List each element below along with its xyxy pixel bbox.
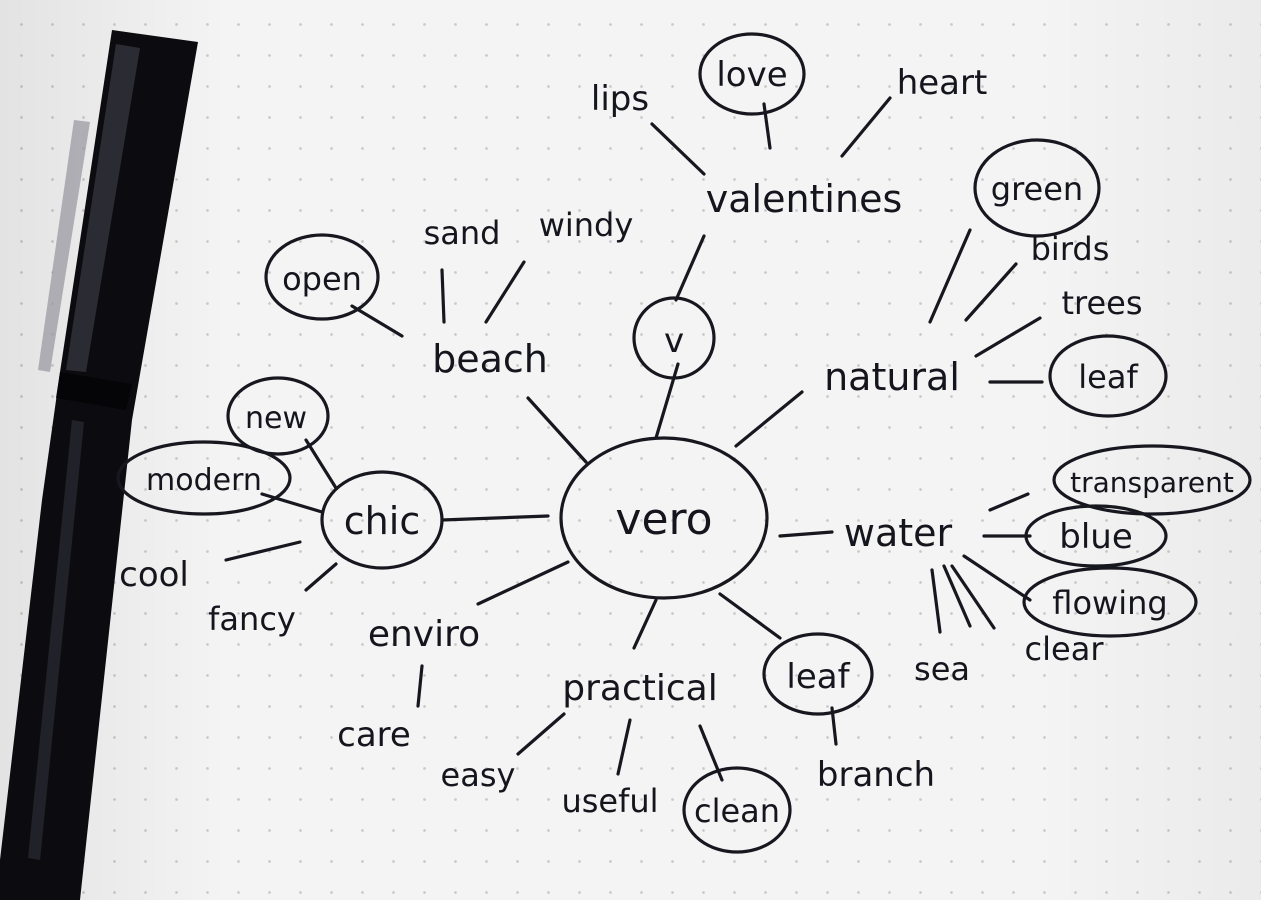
fancy-word: fancy	[208, 600, 296, 638]
open-word: open	[282, 260, 362, 298]
v-circle	[632, 296, 716, 380]
clean-word: clean	[694, 792, 780, 830]
leaf-branch-circle	[762, 632, 874, 716]
love-circle	[698, 32, 806, 116]
branch-word: branch	[817, 755, 935, 795]
connector-lines	[224, 96, 1044, 782]
sea-word: sea	[914, 650, 970, 688]
valentines-hub: v	[664, 321, 684, 361]
trees-word: trees	[1061, 284, 1142, 322]
sand-word: sand	[424, 214, 501, 252]
chic-label: chic	[344, 499, 420, 543]
practical-label: practical	[562, 668, 717, 709]
leaf-branch-label: leaf	[786, 657, 850, 697]
heart-word: heart	[897, 63, 988, 103]
clean-circle	[682, 766, 792, 854]
lips-word: lips	[591, 79, 649, 119]
open-circle	[264, 233, 380, 321]
chic-circle	[320, 470, 444, 570]
center-word: vero	[615, 494, 712, 545]
clear-word: clear	[1025, 630, 1105, 668]
love-word: love	[716, 55, 787, 95]
useful-word: useful	[561, 782, 658, 820]
easy-word: easy	[441, 756, 516, 794]
transparent-circle	[1052, 444, 1252, 516]
blue-word: blue	[1059, 517, 1133, 557]
birds-word: birds	[1031, 230, 1110, 268]
valentines-label: valentines	[706, 177, 903, 221]
center-circle	[559, 436, 769, 600]
water-label: water	[844, 511, 953, 555]
modern-word: modern	[146, 463, 262, 498]
flowing-word: flowing	[1052, 584, 1167, 622]
pen-icon	[0, 30, 198, 900]
mind-map-labels: vero v valentines lips love heart beach …	[119, 55, 1234, 830]
modern-circle	[116, 440, 292, 516]
natural-label: natural	[824, 355, 960, 399]
beach-label: beach	[432, 337, 548, 381]
green-circle	[973, 138, 1101, 238]
cool-word: cool	[119, 555, 189, 595]
enviro-label: enviro	[368, 614, 480, 655]
word-circles	[116, 32, 1252, 854]
new-word: new	[245, 401, 307, 436]
flowing-circle	[1022, 566, 1198, 638]
windy-word: windy	[539, 206, 634, 244]
new-circle	[226, 376, 330, 456]
leaf-circle	[1048, 334, 1168, 418]
leaf-word: leaf	[1078, 358, 1138, 396]
green-word: green	[991, 170, 1083, 208]
care-word: care	[337, 715, 411, 755]
blue-circle	[1024, 504, 1168, 568]
transparent-word: transparent	[1070, 466, 1234, 499]
